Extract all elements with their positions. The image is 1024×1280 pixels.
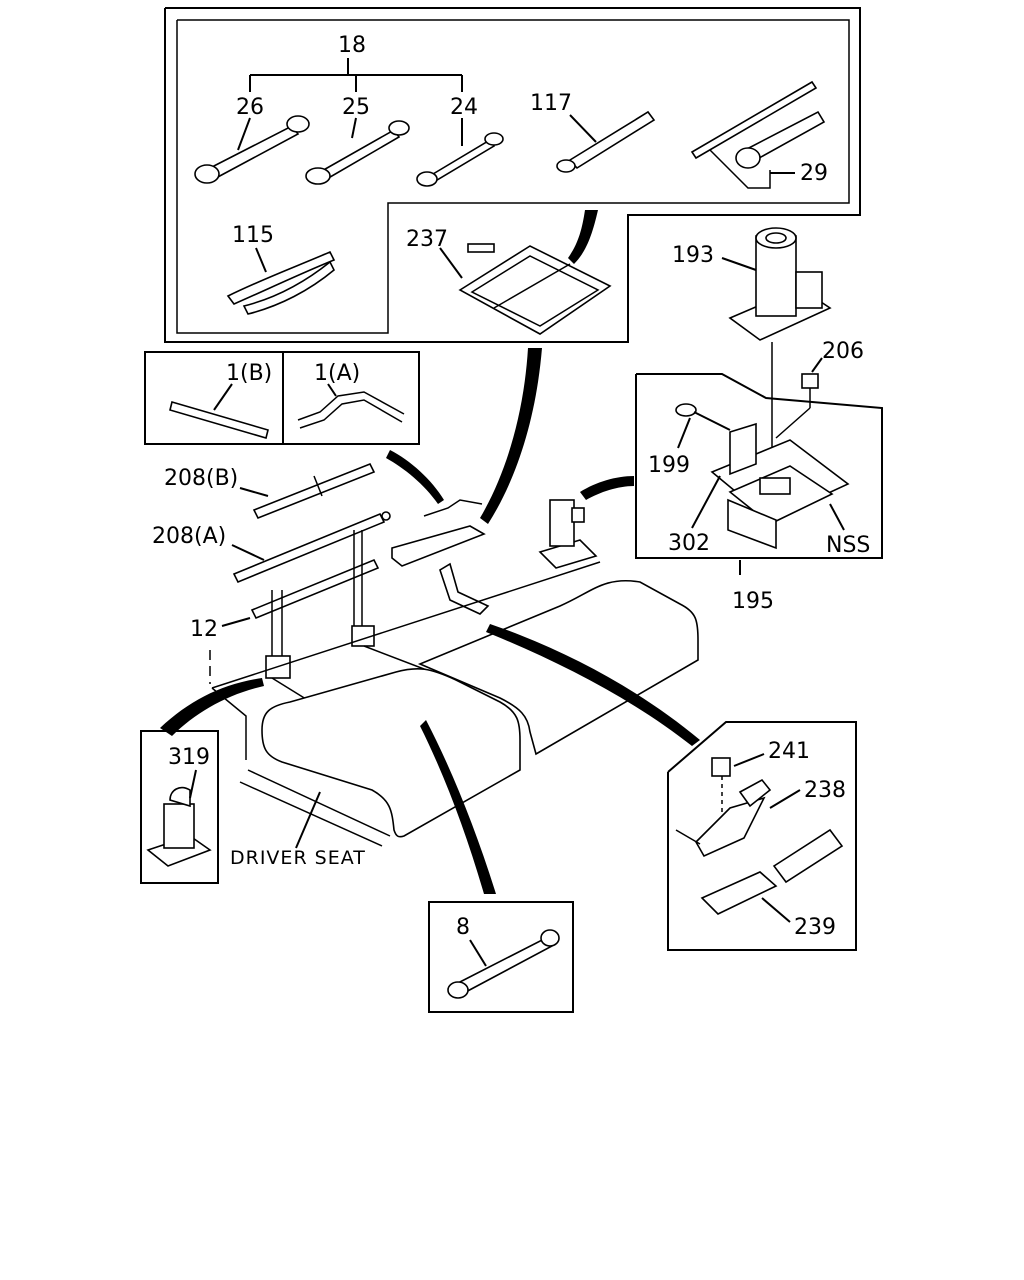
label-239: 239 [794,915,836,940]
wrench-24-icon [416,118,504,187]
wrench-8-box [428,901,574,1013]
strap-right-icon [772,828,844,884]
handle-1a-icon [297,383,405,429]
label-238: 238 [804,778,846,803]
label-1a: 1(A) [314,361,360,386]
label-208b: 208(B) [164,466,238,491]
label-25: 25 [342,95,370,120]
tools-29-icon [690,80,826,189]
handle-1b-icon [169,383,269,440]
jack-bracket-195-icon [710,422,850,550]
rod-208a-icon [231,511,391,584]
handle-on-seat-icon [423,499,483,517]
wrench-26-icon [194,115,310,184]
tool-kit-box [164,7,861,343]
bolt-241-icon [711,753,765,820]
rod-12-icon [221,558,380,627]
part-labels: 18 26 25 24 117 29 115 237 193 206 1(B) … [152,33,870,940]
wrench-8-icon [447,929,560,999]
bolt-206-icon [801,357,823,389]
callout-arrows [160,210,700,894]
label-319: 319 [168,745,210,770]
label-237: 237 [406,227,448,252]
clip-box [140,730,219,884]
label-8: 8 [456,915,470,940]
label-117: 117 [530,91,572,116]
label-nss: NSS [826,533,870,558]
pliers-115-icon [226,247,336,315]
wrench-set-bracket [249,58,463,92]
tool-bag-on-seat-icon [391,525,486,567]
label-241: 241 [768,739,810,764]
label-24: 24 [450,95,478,120]
label-1b: 1(B) [226,361,272,386]
handle-box [144,351,420,445]
jack-193-icon [721,227,832,448]
label-29: 29 [800,161,828,186]
label-208a: 208(A) [152,524,226,549]
jack-on-seat-icon [538,499,598,569]
label-193: 193 [672,243,714,268]
label-199: 199 [648,453,690,478]
label-195: 195 [732,589,774,614]
strap-239-icon [700,871,791,923]
wing-bolt-199-icon [675,403,731,449]
label-302: 302 [668,531,710,556]
extension-bar-117-icon [556,110,656,173]
label-26: 26 [236,95,264,120]
driver-seat-caption: DRIVER SEAT [230,847,366,869]
rod-holder-right-icon [351,530,375,647]
label-206: 206 [822,339,864,364]
wrench-25-icon [305,117,410,185]
holder-box [667,721,857,951]
tool-bag-237-icon [439,243,612,335]
holder-238-icon [675,778,801,858]
rod-208b-icon [239,462,376,520]
leader-lines-302-nss [691,475,845,531]
label-18: 18 [338,33,366,58]
label-12: 12 [190,617,218,642]
label-115: 115 [232,223,274,248]
clip-319-icon [146,769,212,867]
